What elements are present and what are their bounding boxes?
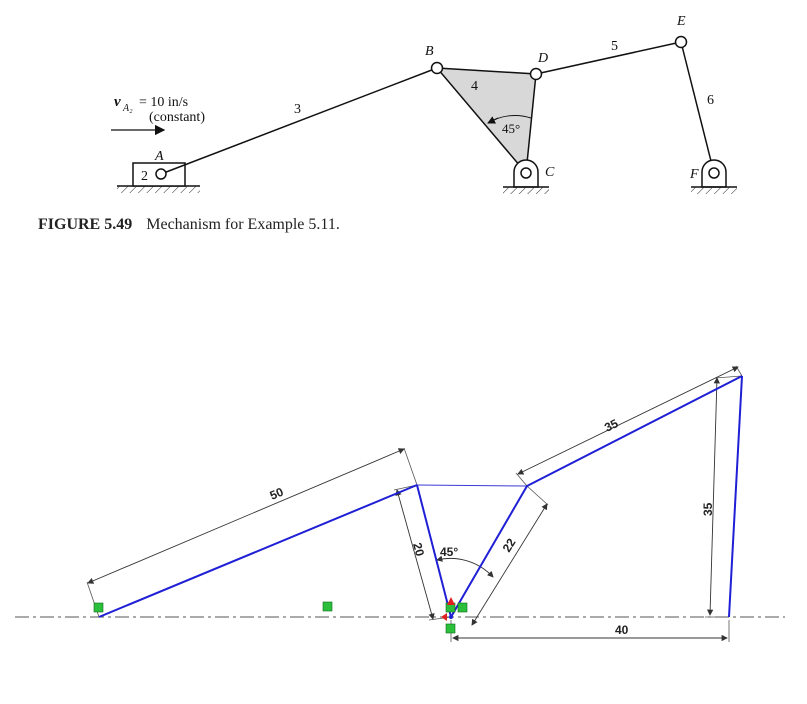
joint-label-f: F xyxy=(689,167,699,182)
joint-label-e: E xyxy=(676,14,686,29)
figure-caption: FIGURE 5.49 Mechanism for Example 5.11. xyxy=(38,216,340,234)
dim-value-de: 35 xyxy=(602,416,620,435)
dim-line-ef xyxy=(707,377,720,616)
velocity-value: = 10 in/s xyxy=(139,95,188,110)
sketch-links xyxy=(98,375,743,618)
origin-marker-up xyxy=(447,597,455,605)
joint-c xyxy=(520,167,532,179)
construction-line-bd xyxy=(416,484,528,487)
link-3 xyxy=(160,67,438,175)
constraint-markers xyxy=(93,597,468,634)
constraint-marker-mid xyxy=(322,601,333,612)
angle-label: 45° xyxy=(502,121,520,136)
constraint-marker-c2 xyxy=(457,602,468,613)
dim-value-bc: 20 xyxy=(410,541,427,558)
velocity-note: (constant) xyxy=(149,110,205,125)
origin-marker-side xyxy=(441,613,447,621)
dim-line-cd xyxy=(471,503,548,626)
link-label-2: 2 xyxy=(141,169,148,184)
dim-value-angle: 45° xyxy=(440,545,458,559)
link-label-3: 3 xyxy=(294,102,301,117)
dim-value-cd: 22 xyxy=(500,536,519,555)
dim-line-ab xyxy=(87,448,405,584)
link-4-triangle xyxy=(435,67,537,175)
sketch-link-cd xyxy=(450,485,528,618)
sketch-link-de xyxy=(526,375,743,487)
angle-arrow xyxy=(487,116,499,124)
link-5 xyxy=(535,41,682,75)
joint-f xyxy=(708,167,720,179)
joint-d xyxy=(529,67,543,81)
cad-sketch: 50 20 45° 22 35 35 40 xyxy=(15,365,785,642)
link-label-6: 6 xyxy=(707,93,714,108)
slider-ground-hatch xyxy=(117,186,200,193)
joint-b xyxy=(430,61,444,75)
velocity-symbol: v xyxy=(114,94,121,110)
link-label-5: 5 xyxy=(611,39,618,54)
dim-line-de xyxy=(517,366,739,475)
extension-lines xyxy=(86,365,743,642)
sketch-link-ef xyxy=(728,375,743,618)
dim-value-ab: 50 xyxy=(268,485,286,503)
joint-label-d: D xyxy=(537,51,548,66)
velocity-subscript: A₂ xyxy=(122,103,133,114)
textbook-mechanism: A B C D E F 2 3 4 5 6 45° v A₂ = 10 in/s… xyxy=(111,14,737,194)
dim-value-cf: 40 xyxy=(615,623,629,637)
joint-e xyxy=(674,35,688,49)
link-label-4: 4 xyxy=(471,79,478,94)
joint-label-b: B xyxy=(425,44,434,59)
joint-a xyxy=(155,168,167,180)
figure-caption-label: FIGURE 5.49 xyxy=(38,216,133,233)
constraint-marker-a xyxy=(93,602,104,613)
dim-value-ef: 35 xyxy=(701,502,715,516)
figure-caption-text: Mechanism for Example 5.11. xyxy=(146,216,340,233)
constraint-marker-c3 xyxy=(445,623,456,634)
dim-line-bc xyxy=(395,489,435,620)
link-6 xyxy=(680,41,715,174)
joint-label-a: A xyxy=(154,149,164,164)
dim-arc-angle xyxy=(436,555,494,578)
joint-label-c: C xyxy=(545,165,555,180)
dimension-lines xyxy=(87,366,739,642)
sketch-link-bc xyxy=(416,484,452,618)
origin-point xyxy=(449,615,453,619)
sketch-link-ab xyxy=(98,484,418,618)
